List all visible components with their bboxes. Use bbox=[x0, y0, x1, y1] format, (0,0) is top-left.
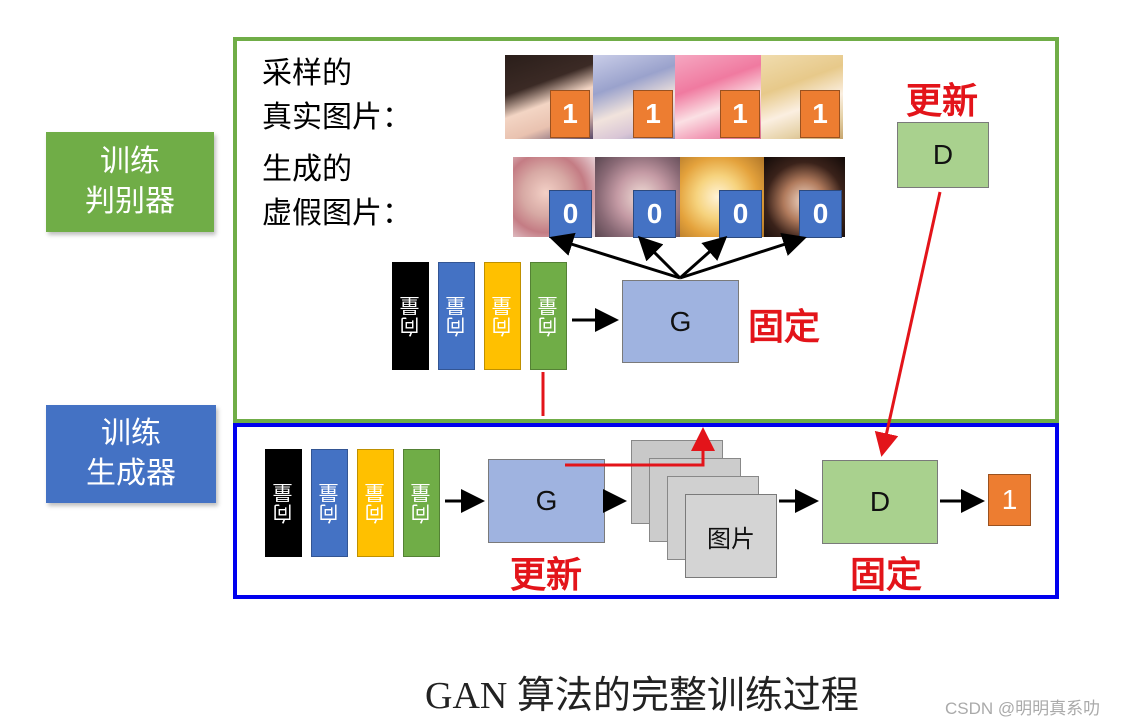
watermark: CSDN @明明真系叻 bbox=[945, 699, 1101, 718]
output-score: 1 bbox=[988, 474, 1031, 526]
g-to-fake-4-arrow bbox=[679, 233, 807, 280]
d-top-to-d-bottom-red-arrow bbox=[874, 191, 942, 457]
discriminator-box-top: D bbox=[897, 122, 989, 188]
figure-caption: GAN 算法的完整训练过程 bbox=[425, 675, 859, 717]
real-score-4: 1 bbox=[800, 90, 840, 138]
generator-fixed-label: 固定 bbox=[748, 307, 821, 348]
noise-vector-blue-bottom: 向量 bbox=[311, 449, 348, 557]
g-to-fake-2-arrow bbox=[637, 235, 682, 280]
generator-box-bottom: G bbox=[488, 459, 605, 543]
real-score-3: 1 bbox=[720, 90, 760, 138]
real-images-label: 采样的 真实图片： bbox=[262, 56, 412, 135]
train-discriminator-label: 训练 判别器 bbox=[46, 132, 214, 232]
discriminator-fixed-label: 固定 bbox=[850, 555, 923, 596]
g-to-fake-1-arrow bbox=[549, 232, 681, 280]
noise-vector-blue-top: 向量 bbox=[438, 262, 475, 370]
noise-vector-gold-top: 向量 bbox=[484, 262, 521, 370]
noise-vector-black-bottom: 向量 bbox=[265, 449, 302, 557]
real-score-1: 1 bbox=[550, 90, 590, 138]
fake-score-1: 0 bbox=[549, 190, 592, 238]
fake-score-3: 0 bbox=[719, 190, 762, 238]
fake-score-4: 0 bbox=[799, 190, 842, 238]
g-to-top-red-arrow bbox=[565, 427, 715, 467]
image-stack-front: 图片 bbox=[685, 494, 777, 578]
discriminator-stage-frame bbox=[233, 37, 1059, 423]
noise-vector-black-top: 向量 bbox=[392, 262, 429, 370]
discriminator-update-label: 更新 bbox=[906, 81, 979, 122]
generator-stage-frame bbox=[233, 423, 1059, 599]
generator-update-label: 更新 bbox=[510, 555, 583, 596]
generator-box-top: G bbox=[622, 280, 739, 363]
train-generator-label: 训练 生成器 bbox=[46, 405, 216, 503]
real-score-2: 1 bbox=[633, 90, 673, 138]
fake-images-label: 生成的 虚假图片： bbox=[262, 152, 412, 231]
noise-vector-gold-bottom: 向量 bbox=[357, 449, 394, 557]
discriminator-box-bottom: D bbox=[822, 460, 938, 544]
noise-vector-green-top: 向量 bbox=[530, 262, 567, 370]
noise-vector-green-bottom: 向量 bbox=[403, 449, 440, 557]
g-to-fake-3-arrow bbox=[679, 236, 728, 280]
